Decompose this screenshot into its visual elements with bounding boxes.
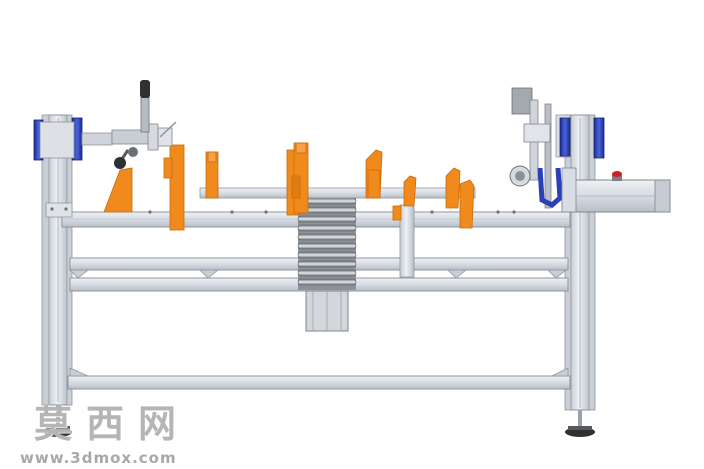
pneumatic-cylinder bbox=[305, 290, 349, 332]
left-foot bbox=[44, 405, 72, 437]
left-column bbox=[41, 114, 73, 406]
emergency-stop-icon bbox=[612, 171, 622, 181]
right-foot bbox=[565, 410, 595, 437]
watermark-brand: 莫西网 bbox=[34, 401, 191, 446]
guide-bar bbox=[199, 187, 476, 199]
right-drive-unit bbox=[511, 87, 605, 209]
gauge-icon bbox=[509, 165, 531, 187]
rail-brackets bbox=[69, 269, 569, 377]
left-drive-unit bbox=[33, 117, 173, 161]
blue-clamp-icon bbox=[537, 167, 563, 208]
orange-fixtures bbox=[103, 142, 475, 231]
bottom-rail bbox=[67, 375, 571, 390]
left-corner-plate bbox=[45, 202, 73, 218]
center-post bbox=[399, 204, 415, 278]
lever-handle-icon bbox=[140, 80, 150, 133]
control-box bbox=[561, 167, 671, 213]
bolts bbox=[50, 207, 516, 214]
right-column bbox=[564, 114, 596, 411]
left-rod bbox=[159, 121, 177, 138]
watermark-url: www.3dmox.com bbox=[20, 449, 177, 467]
knob-handle-icon bbox=[114, 147, 138, 169]
